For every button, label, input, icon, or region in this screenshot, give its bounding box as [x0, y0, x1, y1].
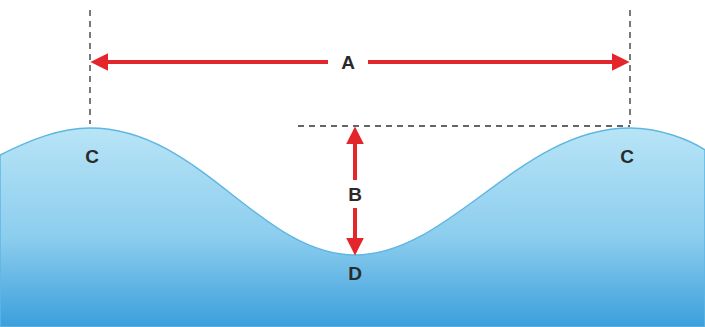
wave-label: A	[341, 53, 355, 72]
wave-label: B	[348, 185, 362, 204]
guide-lines	[90, 10, 630, 126]
wave-label: C	[85, 147, 99, 166]
wave-label: C	[620, 147, 634, 166]
wave-label: D	[348, 264, 362, 283]
wave-water	[0, 128, 705, 327]
dimension-arrows	[94, 62, 626, 252]
